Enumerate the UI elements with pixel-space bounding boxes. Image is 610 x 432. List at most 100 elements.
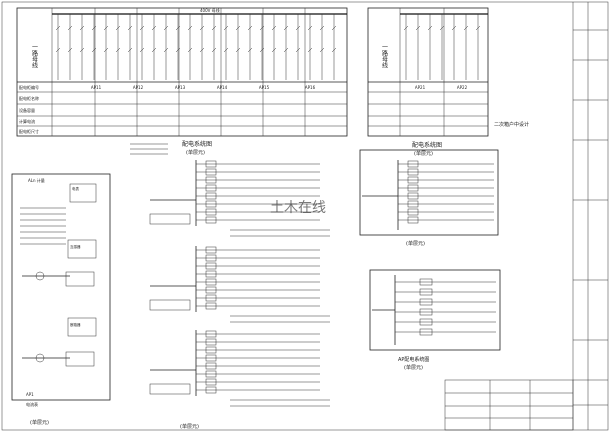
branch-breaker: [205, 370, 217, 378]
branch-breaker: [205, 262, 217, 270]
breaker-symbol: [439, 25, 445, 31]
breaker-symbol: [283, 47, 289, 53]
branch-breaker: [419, 328, 433, 336]
row-header-1: 配电柜名称: [19, 95, 39, 101]
breaker-symbol: [331, 25, 337, 31]
main-side-label: 一路母线: [31, 44, 38, 68]
metering-box: ALn 计量 电表 互感器 断路器 AP1 电流表 (单层元): [11, 173, 111, 426]
branch-breaker: [205, 246, 217, 254]
branch-breaker: [419, 318, 433, 326]
breaker-symbol: [331, 47, 337, 53]
breaker-symbol: [103, 25, 109, 31]
branch-breaker: [419, 278, 433, 286]
cabinet-label: AP15: [259, 85, 270, 90]
breaker-symbol: [199, 25, 205, 31]
breaker-symbol: [319, 25, 325, 31]
right-mid-distribution: 配电系统图 (单层元) (单层元): [359, 141, 499, 247]
branch-breaker: [419, 298, 433, 306]
branch-breaker: [205, 302, 217, 310]
breaker-symbol: [67, 47, 73, 53]
center-subtitle: (单层元): [186, 149, 205, 156]
breaker-symbol: [259, 47, 265, 53]
secondary-side-label: 一路母线: [381, 44, 388, 68]
breaker-symbol: [283, 25, 289, 31]
breaker-symbol: [463, 25, 469, 31]
branch-breaker: [419, 308, 433, 316]
breaker-symbol: [127, 25, 133, 31]
breaker-symbol: [295, 47, 301, 53]
branch-breaker: [407, 208, 419, 216]
center-title: 配电系统图: [182, 140, 212, 148]
cabinet-label: AP14: [217, 85, 228, 90]
branch-breaker: [205, 338, 217, 346]
breaker-symbol: [199, 47, 205, 53]
branch-breaker: [205, 160, 217, 168]
breaker-symbol: [235, 25, 241, 31]
branch-breaker: [205, 378, 217, 386]
cabinet-label: AP11: [91, 85, 102, 90]
breaker-symbol: [163, 25, 169, 31]
meter-symbol: [35, 271, 45, 281]
secondary-note: 二次箱户中设计: [494, 121, 529, 128]
breaker-symbol: [271, 47, 277, 53]
breaker-symbol: [295, 25, 301, 31]
meter-item: 电表: [72, 186, 79, 191]
branch-breaker: [407, 192, 419, 200]
breaker-symbol: [451, 25, 457, 31]
branch-breaker: [205, 362, 217, 370]
branch-breaker: [205, 216, 217, 224]
center-header-notes: [130, 143, 168, 155]
row-header-2: 设备容量: [19, 107, 35, 113]
title-block-cells: [573, 29, 608, 406]
cabinet-label: AP12: [133, 85, 144, 90]
right-low-title: AP配电系统图: [398, 356, 429, 363]
row-header-0: 配电柜编号: [19, 84, 39, 90]
branch-breaker: [407, 184, 419, 192]
right-low-subtitle: (单层元): [404, 364, 423, 371]
breaker-symbol: [115, 47, 121, 53]
main-bus-label: 400V 母线: [200, 7, 220, 13]
row-header-3: 计算电流: [19, 118, 35, 124]
metering-caption: AP1: [26, 392, 34, 397]
branch-breaker: [205, 254, 217, 262]
secondary-cabinet-label: AP21: [415, 85, 426, 90]
breaker-symbol: [187, 25, 193, 31]
branch-breaker: [407, 200, 419, 208]
branch-breaker: [205, 386, 217, 394]
metering-sublabel: 电流表: [26, 401, 38, 407]
breaker-symbol: [223, 25, 229, 31]
metering-title: ALn 计量: [28, 177, 45, 183]
breaker-symbol: [475, 25, 481, 31]
meter-item: 断路器: [70, 322, 81, 327]
main-switchgear-panel: 一路母线 400V 母线 配电柜编号 配电柜名称 设备容量 计算电流 配电柜尺寸…: [16, 7, 348, 137]
branch-breaker: [205, 208, 217, 216]
panel-label-box: [149, 299, 191, 311]
branch-breaker: [407, 160, 419, 168]
breaker-symbol: [223, 47, 229, 53]
center-circuit-blocks: [149, 160, 330, 407]
breaker-symbol: [79, 25, 85, 31]
branch-breaker: [205, 270, 217, 278]
center-distribution: 配电系统图 (单层元) (单层元) 土木在线: [130, 140, 330, 430]
main-feeder-lines: [55, 8, 337, 136]
breaker-symbol: [235, 47, 241, 53]
breaker-symbol: [403, 25, 409, 31]
breaker-symbol: [259, 25, 265, 31]
secondary-feeder-lines: [403, 8, 481, 136]
branch-breaker: [407, 176, 419, 184]
breaker-symbol: [79, 47, 85, 53]
branch-breaker: [205, 286, 217, 294]
breaker-symbol: [127, 47, 133, 53]
breaker-symbol: [67, 25, 73, 31]
panel-label-box: [149, 383, 191, 395]
right-mid-footer: (单层元): [406, 240, 425, 247]
right-mid-subtitle: (单层元): [414, 150, 433, 157]
breaker-symbol: [139, 47, 145, 53]
right-mid-branches: [362, 160, 494, 224]
secondary-switchgear-panel: 一路母线 AP21 AP22 二次箱户中设计: [367, 7, 529, 137]
watermark: 土木在线: [270, 200, 326, 216]
breaker-symbol: [163, 47, 169, 53]
breaker-symbol: [271, 25, 277, 31]
